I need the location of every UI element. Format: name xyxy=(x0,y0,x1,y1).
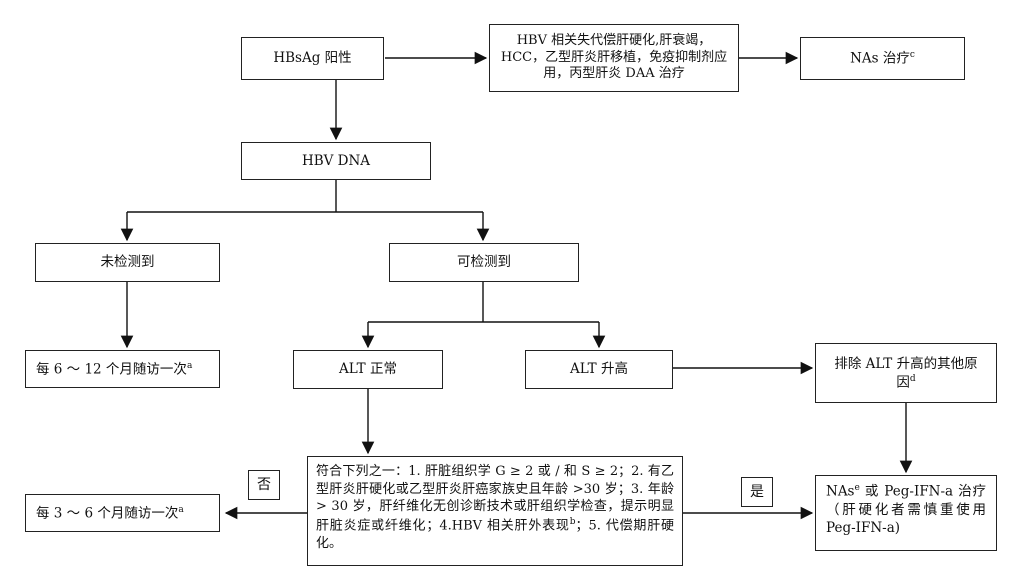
node-hbsag-label: HBsAg 阳性 xyxy=(273,50,352,67)
node-follow12-label: 每 6 ～ 12 个月随访一次a xyxy=(36,360,193,378)
node-treatment-label: NAse 或 Peg-IFN-a 治疗（肝硬化者需慎重使用 Peg-IFN-a) xyxy=(826,483,986,536)
node-exclude-label: 排除 ALT 升高的其他原因d xyxy=(834,355,978,391)
label-no: 否 xyxy=(248,470,280,500)
node-nas-treatment: NAs 治疗c xyxy=(800,37,965,80)
node-alt-normal-label: ALT 正常 xyxy=(339,361,397,378)
node-undetected-label: 未检测到 xyxy=(100,254,155,271)
node-hbv-dna: HBV DNA xyxy=(241,142,431,180)
node-undetected: 未检测到 xyxy=(35,243,220,282)
node-hbv-dna-label: HBV DNA xyxy=(301,152,371,169)
node-alt-elevated-label: ALT 升高 xyxy=(570,361,628,378)
node-criteria-label: 符合下列之一：1. 肝脏组织学 G ≥ 2 或 / 和 S ≥ 2；2. 有乙型… xyxy=(316,464,674,551)
node-follow-6-12-months: 每 6 ～ 12 个月随访一次a xyxy=(25,350,220,388)
node-alt-normal: ALT 正常 xyxy=(293,350,443,389)
node-exclude-other-causes: 排除 ALT 升高的其他原因d xyxy=(815,343,997,403)
node-decompensated-conditions: HBV 相关失代偿肝硬化,肝衰竭，HCC，乙型肝炎肝移植，免疫抑制剂应用，丙型肝… xyxy=(489,24,739,92)
node-decompensated-label: HBV 相关失代偿肝硬化,肝衰竭，HCC，乙型肝炎肝移植，免疫抑制剂应用，丙型肝… xyxy=(500,32,728,82)
node-antiviral-treatment: NAse 或 Peg-IFN-a 治疗（肝硬化者需慎重使用 Peg-IFN-a) xyxy=(815,475,997,551)
node-detected: 可检测到 xyxy=(389,243,579,282)
node-nas-label: NAs 治疗c xyxy=(850,50,915,67)
label-yes: 是 xyxy=(741,477,773,507)
node-hbsag-positive: HBsAg 阳性 xyxy=(241,37,384,80)
node-follow-3-6-months: 每 3 ～ 6 个月随访一次a xyxy=(25,494,220,532)
node-follow6-label: 每 3 ～ 6 个月随访一次a xyxy=(36,504,184,522)
node-treatment-criteria: 符合下列之一：1. 肝脏组织学 G ≥ 2 或 / 和 S ≥ 2；2. 有乙型… xyxy=(307,456,683,566)
node-detected-label: 可检测到 xyxy=(457,254,511,271)
node-alt-elevated: ALT 升高 xyxy=(525,350,673,389)
